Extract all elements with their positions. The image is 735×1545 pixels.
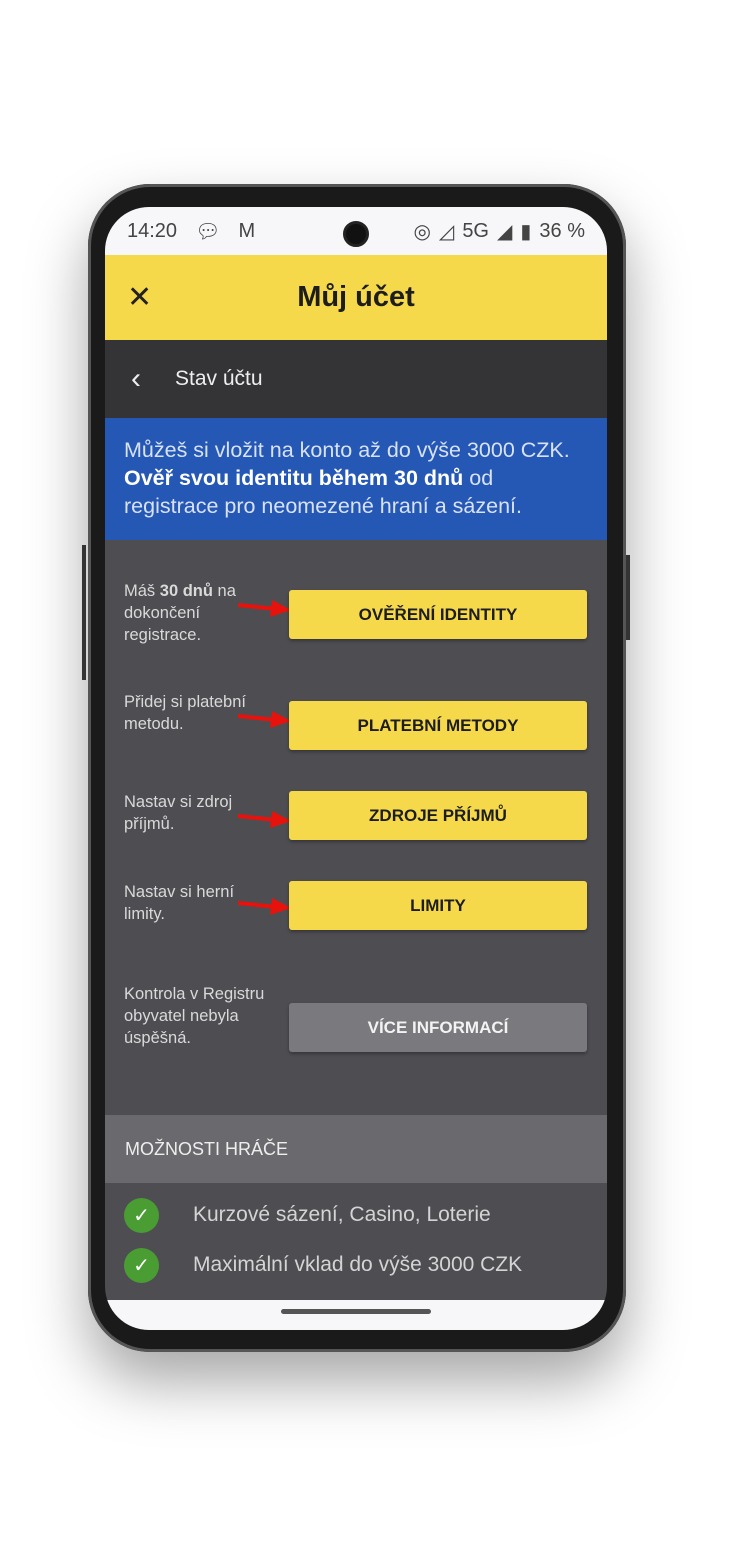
page-title: Můj účet: [297, 281, 415, 313]
check-icon: ✓: [124, 1197, 159, 1233]
task-text: Máš 30 dnů na dokončení registrace.: [124, 582, 236, 644]
battery-icon: ▮: [520, 220, 532, 243]
gmail-icon: M: [238, 219, 256, 242]
check-icon: ✓: [124, 1247, 159, 1283]
player-options-list: ✓ Kurzové sázení, Casino, Loterie ✓ Maximá…: [105, 1183, 607, 1307]
payment-methods-button[interactable]: PLATEBNÍ METODY: [289, 701, 587, 750]
account-tasks: Máš 30 dnů na dokončení registrace. OVĚŘ…: [105, 540, 607, 1118]
info-banner: Můžeš si vložit na konto až do výše 3000…: [105, 418, 607, 540]
back-chevron-icon[interactable]: ‹: [131, 362, 141, 395]
task-text: Kontrola v Registru obyvatel nebyla úspě…: [124, 985, 265, 1047]
close-icon[interactable]: ✕: [127, 281, 153, 314]
phone-side-button: [82, 545, 86, 680]
red-arrow-icon: [237, 898, 291, 915]
list-item: ✓ Kurzové sázení, Casino, Loterie: [124, 1195, 588, 1235]
list-item: ✓ Maximální vklad do výše 3000 CZK: [124, 1245, 588, 1285]
app-header: ✕ Můj účet: [105, 255, 607, 340]
status-bar: 14:20 💬︎ M ◎ ◿ 5G ◢ ▮ 36 %: [105, 207, 607, 255]
option-label: Maximální vklad do výše 3000 CZK: [193, 1253, 523, 1276]
subheader: ‹ Stav účtu: [105, 340, 607, 418]
camera-cutout: [343, 221, 369, 247]
more-info-button[interactable]: VÍCE INFORMACÍ: [289, 1003, 587, 1052]
task-row-registry: Kontrola v Registru obyvatel nebyla úspě…: [124, 983, 588, 1078]
identity-verification-button[interactable]: OVĚŘENÍ IDENTITY: [289, 590, 587, 639]
red-arrow-icon: [237, 811, 291, 828]
red-arrow-icon: [237, 600, 291, 617]
income-sources-button[interactable]: ZDROJE PŘÍJMŮ: [289, 791, 587, 840]
limits-button[interactable]: LIMITY: [289, 881, 587, 930]
task-row-income: Nastav si zdroj příjmů. ZDROJE PŘÍJMŮ: [124, 791, 588, 881]
task-row-identity: Máš 30 dnů na dokončení registrace. OVĚŘ…: [124, 580, 588, 691]
subheader-title: Stav účtu: [175, 367, 263, 390]
red-arrow-icon: [237, 711, 291, 728]
option-label: Kurzové sázení, Casino, Loterie: [193, 1203, 491, 1226]
signal-icon: ◢: [497, 220, 513, 243]
task-row-payment: Přidej si platební metodu. PLATEBNÍ METO…: [124, 691, 588, 791]
battery-level: 36 %: [539, 219, 585, 242]
task-text: Přidej si platební metodu.: [124, 693, 246, 733]
network-type: 5G: [462, 219, 489, 242]
task-text: Nastav si zdroj příjmů.: [124, 793, 233, 833]
gesture-nav-bar: [105, 1300, 607, 1330]
info-text: Můžeš si vložit na konto až do výše 3000…: [124, 438, 570, 462]
home-handle[interactable]: [281, 1309, 431, 1314]
chat-icon: 💬︎: [195, 220, 221, 243]
signal-r-icon: ◿: [438, 220, 455, 243]
phone-power-button: [626, 555, 630, 640]
task-row-limits: Nastav si herní limity. LIMITY: [124, 881, 588, 983]
status-time: 14:20: [127, 219, 178, 242]
phone-screen: 14:20 💬︎ M ◎ ◿ 5G ◢ ▮ 36 % ✕ Můj účet ‹ Stav úč…: [105, 207, 607, 1330]
info-text-bold: Ověř svou identitu během 30 dnů: [124, 466, 464, 490]
hotspot-icon: ◎: [413, 220, 431, 243]
section-header: MOŽNOSTI HRÁČE: [105, 1115, 607, 1183]
info-text-end: od registrace pro neomezené hraní a sáze…: [124, 466, 522, 518]
task-text: Nastav si herní limity.: [124, 883, 235, 923]
